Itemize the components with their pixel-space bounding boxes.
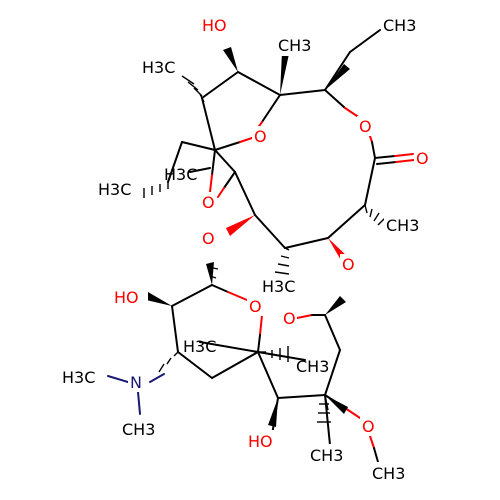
hydroxyl-label: HO (202, 16, 227, 35)
methyl-label-right-mid: CH3 (386, 216, 419, 235)
desosamine-methyl-label-right: CH3 (296, 357, 329, 376)
methyl-label-center: H3C (262, 277, 295, 296)
skeleton-bonds (167, 29, 381, 446)
methyl-label-overlap: H3C (164, 165, 197, 184)
desosamine-ring-oxygen-label: O (249, 297, 262, 316)
methoxy-methyl-label: CH3 (372, 464, 405, 483)
lactone-oxygen-label: O (359, 117, 372, 136)
carbonyl-oxygen-label: O (416, 149, 429, 168)
cladinose-hydroxyl-label: HO (248, 432, 273, 451)
methoxy-oxygen-label: O (362, 417, 375, 436)
methyl-label-left-mid: H3C (98, 180, 131, 199)
atom-labels: HO CH3 CH3 H3C O O O O H3C H3C CH3 O O H… (60, 14, 430, 484)
stereo-wedges (146, 47, 350, 427)
methyl-label: CH3 (278, 36, 311, 55)
ring-oxygen-label: O (254, 127, 267, 146)
nitrogen-label: N (130, 373, 142, 392)
glycosidic-oxygen-right-label: O (342, 255, 355, 274)
cladinose-ring-oxygen-label: O (283, 309, 296, 328)
dimethylamino-methyl-label: H3C (62, 368, 95, 387)
desosamine-hydroxyl-label: HO (114, 288, 139, 307)
methyl-label-left-top: H3C (142, 58, 175, 77)
dimethylamino-methyl-label-lower: CH3 (122, 420, 155, 439)
ethyl-methyl-label: CH3 (383, 16, 416, 35)
stereo-hashes (143, 75, 387, 423)
cladinose-methyl-label: CH3 (310, 446, 343, 465)
epoxide-oxygen-label: O (202, 193, 215, 212)
glycosidic-oxygen-left-label: O (202, 229, 215, 248)
desosamine-methyl-label: H3C (183, 337, 216, 356)
